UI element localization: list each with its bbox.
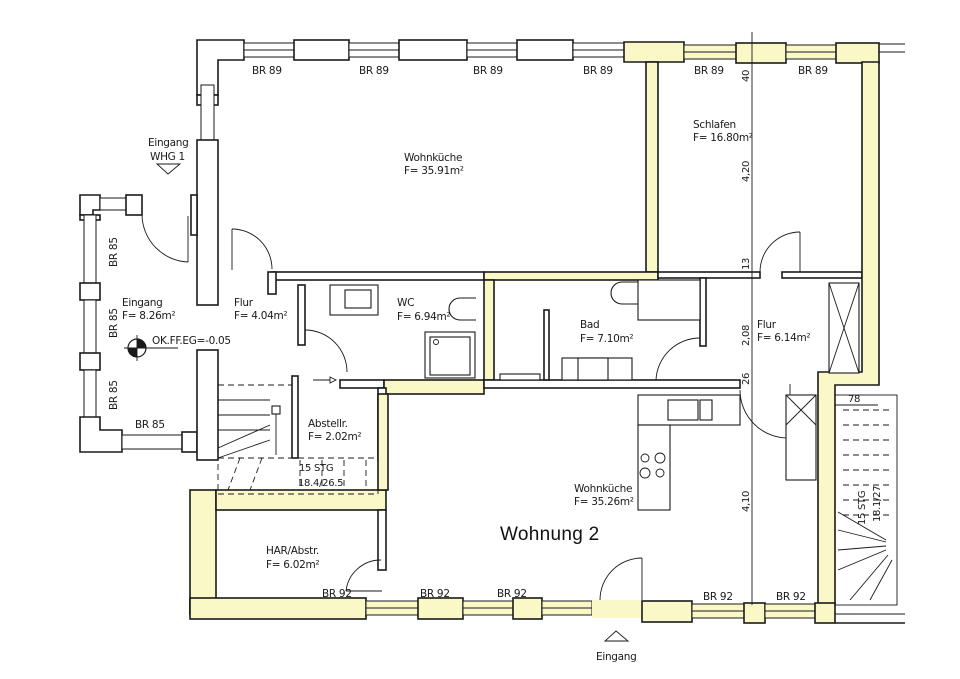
entrance-main: Eingang — [596, 630, 637, 663]
window-label-left-2: BR 85 — [108, 308, 120, 338]
window-label-top-6: BR 89 — [798, 65, 828, 77]
level-marker: OK.FF.EG=-0.05 — [124, 335, 231, 361]
fixtures — [329, 279, 860, 511]
stair-left: 15 STG 18.4/26.5 — [217, 384, 379, 495]
entrance-main-label: Eingang — [596, 651, 637, 663]
window-labels: BR 89 BR 89 BR 89 BR 89 BR 89 BR 89 BR 8… — [108, 65, 828, 603]
triangle-up-icon — [603, 630, 630, 642]
entrance-whg1-label-2: WHG 1 — [150, 151, 185, 163]
dim-78: 78 — [848, 394, 860, 405]
room-abstellr: Abstellr. F= 2.02m² — [308, 418, 362, 443]
room-name: Schlafen — [693, 119, 736, 131]
window-label-top-3: BR 89 — [473, 65, 503, 77]
window-label-bottom-3: BR 92 — [497, 588, 527, 600]
interior-walls — [189, 61, 880, 615]
room-area: F= 2.02m² — [308, 431, 361, 443]
room-schlafen: Schlafen F= 16.80m² — [693, 119, 753, 144]
room-area: F= 7.10m² — [580, 333, 633, 345]
window-label-top-4: BR 89 — [583, 65, 613, 77]
stair-right-ratio: 18.1/27 — [872, 486, 883, 522]
stair-left-steps: 15 STG — [299, 463, 333, 474]
room-eingang: Eingang F= 8.26m² — [122, 297, 176, 322]
dim-410: 4,10 — [741, 491, 752, 512]
triangle-down-icon — [155, 163, 182, 175]
room-flur-2: Flur F= 6.14m² — [757, 319, 811, 344]
apartment-title: Wohnung 2 — [500, 524, 600, 545]
room-name: HAR/Abstr. — [266, 545, 319, 557]
room-wc: WC F= 6.94m² — [397, 297, 451, 323]
bottom-wall — [189, 597, 905, 624]
stair-right-steps: 15 STG — [857, 491, 868, 525]
room-wohnkueche-2: Wohnküche F= 35.26m² — [574, 483, 634, 508]
window-label-left-bottom: BR 85 — [135, 419, 165, 431]
dim-420: 4,20 — [741, 161, 752, 182]
room-area: F= 4.04m² — [234, 310, 287, 322]
window-label-top-1: BR 89 — [252, 65, 282, 77]
top-wall — [196, 39, 905, 96]
room-area: F= 35.26m² — [574, 496, 634, 508]
room-name: Eingang — [122, 297, 163, 309]
entrance-whg1-label-1: Eingang — [148, 137, 189, 149]
room-area: F= 16.80m² — [693, 132, 753, 144]
dim-40: 40 — [741, 70, 752, 82]
window-label-bottom-1: BR 92 — [322, 588, 352, 600]
room-name: Flur — [757, 319, 777, 331]
dimension-line: 40 4,20 13 2,08 26 4,10 78 — [741, 32, 878, 605]
entrance-whg1: Eingang WHG 1 — [148, 137, 189, 175]
room-name: Abstellr. — [308, 418, 348, 430]
dim-208: 2,08 — [741, 325, 752, 346]
stair-right: 15 STG 18.1/27 — [834, 394, 898, 606]
room-area: F= 6.94m² — [397, 311, 450, 323]
room-wohnkueche-1: Wohnküche F= 35.91m² — [404, 152, 464, 177]
window-label-bottom-5: BR 92 — [776, 591, 806, 603]
stair-left-ratio: 18.4/26.5 — [298, 478, 343, 489]
room-name: Bad — [580, 319, 599, 331]
entry-annex-walls — [79, 194, 198, 453]
room-name: Flur — [234, 297, 254, 309]
arrow-right-icon — [313, 376, 338, 384]
window-label-left-1: BR 85 — [108, 237, 120, 267]
window-label-bottom-4: BR 92 — [703, 591, 733, 603]
room-name: Wohnküche — [404, 152, 462, 164]
room-labels: Wohnküche F= 35.91m² Schlafen F= 16.80m²… — [122, 119, 811, 571]
room-name: Wohnküche — [574, 483, 632, 495]
room-har-abstr: HAR/Abstr. F= 6.02m² — [266, 545, 320, 571]
room-area: F= 6.02m² — [266, 559, 319, 571]
window-label-left-3: BR 85 — [108, 380, 120, 410]
left-wall-main — [190, 84, 219, 306]
room-bad: Bad F= 7.10m² — [580, 319, 634, 345]
room-area: F= 8.26m² — [122, 310, 175, 322]
window-label-top-5: BR 89 — [694, 65, 724, 77]
level-marker-label: OK.FF.EG=-0.05 — [152, 335, 231, 347]
window-label-bottom-2: BR 92 — [420, 588, 450, 600]
window-label-top-2: BR 89 — [359, 65, 389, 77]
room-name: WC — [397, 297, 414, 309]
room-flur-1: Flur F= 4.04m² — [234, 297, 288, 322]
dim-13: 13 — [741, 258, 752, 270]
dim-26: 26 — [741, 373, 752, 385]
doors — [141, 214, 801, 601]
room-area: F= 6.14m² — [757, 332, 810, 344]
room-area: F= 35.91m² — [404, 165, 464, 177]
